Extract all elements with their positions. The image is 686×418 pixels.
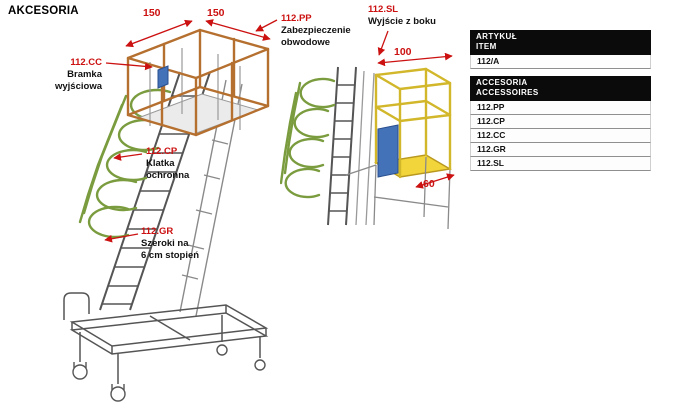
annotation-112cc-code: 112.CC	[70, 57, 102, 68]
annotation-112cp-code: 112.CP	[146, 146, 178, 157]
dimension-150-right: 150	[207, 7, 225, 19]
table-header-item: ARTYKUŁ ITEM	[470, 30, 651, 55]
table-row-accessory: 112.SL	[470, 156, 651, 171]
dimension-100: 100	[394, 46, 412, 58]
table-row-accessory: 112.CC	[470, 128, 651, 143]
annotation-112cp-name: Klatka	[146, 157, 175, 169]
annotation-112cp-name2: ochronna	[146, 169, 190, 181]
annotation-arrows-detail	[377, 30, 455, 189]
annotation-112cc-name2: wyjściowa	[55, 80, 102, 92]
table-header-item-line2: ITEM	[476, 42, 497, 52]
table-header-accessories: ACCESORIA ACCESSOIRES	[470, 75, 651, 101]
annotation-112pp-code: 112.PP	[281, 13, 312, 24]
base-frame	[63, 292, 269, 384]
dimension-60: 60	[423, 178, 435, 190]
annotation-112pp: 112.PP Zabezpieczenie obwodowe	[281, 13, 351, 49]
annotation-arrows-left	[104, 19, 278, 243]
ladder-steps-detail	[329, 84, 355, 212]
ladder-full-diagram	[63, 19, 278, 402]
cage-posts	[149, 48, 241, 130]
annotation-112sl-code: 112.SL	[368, 4, 399, 15]
caster-wheels	[72, 344, 266, 402]
annotation-112gr-name: Szeroki na	[141, 237, 189, 249]
annotation-112sl: 112.SL Wyjście z boku	[368, 4, 436, 28]
table-row-accessory: 112.PP	[470, 100, 651, 115]
safety-cage-hoops-detail	[280, 77, 336, 199]
annotation-112cc: 112.CC Bramka wyjściowa	[30, 57, 102, 93]
annotation-112gr-name2: 6 cm stopień	[141, 249, 200, 261]
annotation-112pp-name: Zabezpieczenie	[281, 24, 351, 36]
gate-panel-blue	[377, 124, 399, 178]
annotation-112pp-name2: obwodowe	[281, 36, 331, 48]
annotation-112cp: 112.CP Klatka ochronna	[146, 146, 189, 182]
item-table: ARTYKUŁ ITEM 112/A ACCESORIA ACCESSOIRES…	[470, 30, 651, 171]
page-title: AKCESORIA	[8, 5, 79, 17]
table-row-item: 112/A	[470, 54, 651, 69]
annotation-112gr-code: 112.GR	[141, 226, 174, 237]
table-row-accessory: 112.CP	[470, 114, 651, 129]
safety-cage-hoops	[78, 88, 172, 239]
table-gap	[470, 69, 651, 76]
table-header-item-line1: ARTYKUŁ	[476, 32, 518, 41]
platform-detail-diagram	[280, 30, 455, 230]
ladder-rails-detail	[327, 66, 357, 226]
table-row-accessory: 112.GR	[470, 142, 651, 157]
annotation-112cc-name: Bramka	[67, 68, 102, 80]
table-header-accessories-line2: ACCESSOIRES	[476, 88, 539, 98]
annotation-112gr: 112.GR Szeroki na 6 cm stopień	[141, 226, 199, 262]
annotation-112sl-name: Wyjście z boku	[368, 15, 436, 27]
platform-railing	[374, 67, 452, 179]
rear-rails	[355, 70, 375, 226]
dimension-150-left: 150	[143, 7, 161, 19]
exit-gate-hinge	[157, 65, 169, 89]
table-header-accessories-line1: ACCESORIA	[476, 77, 528, 87]
